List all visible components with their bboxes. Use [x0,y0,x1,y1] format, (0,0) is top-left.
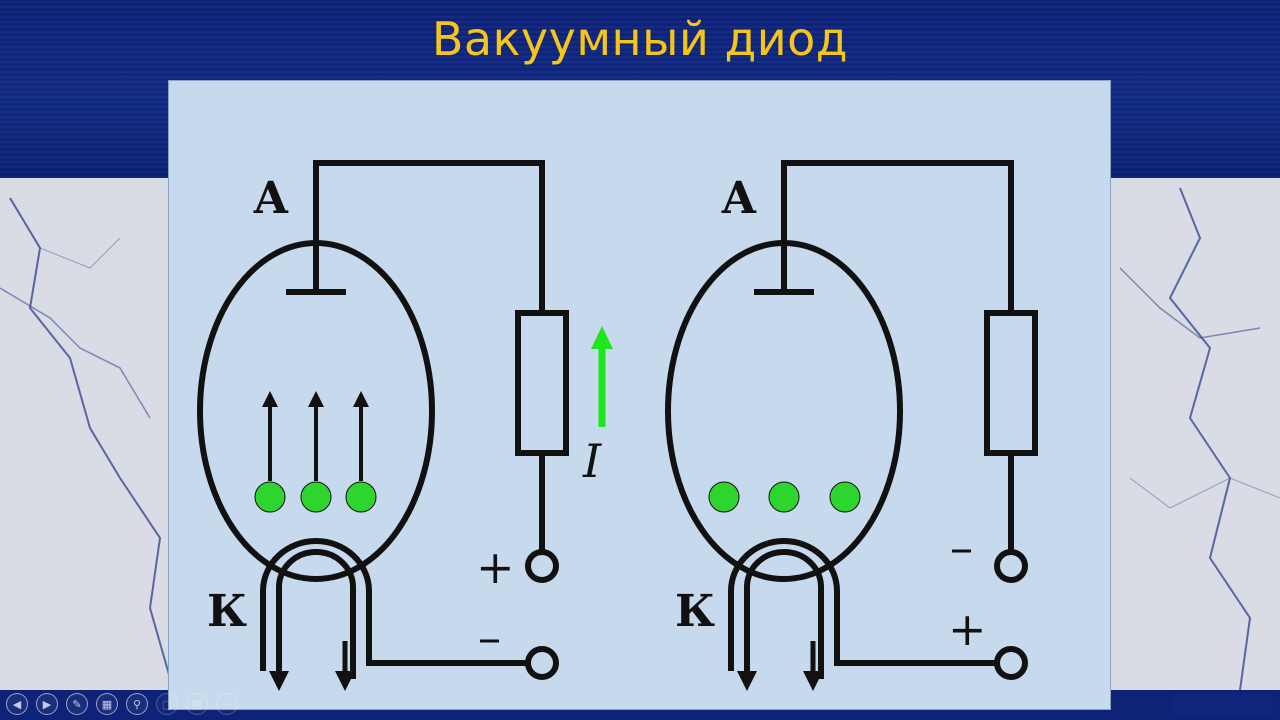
right-circuit: А К – + [665,160,1038,691]
zoom-icon[interactable]: ⚲ [126,693,148,715]
right-terminal-bottom-sign: + [948,602,987,656]
right-cathode-label: К [675,586,715,637]
left-terminal-bottom-sign: – [478,610,501,664]
slide-title: Вакуумный диод [431,12,849,66]
right-anode-wire [781,160,1014,313]
right-cathode-inner [744,549,824,679]
left-electron [254,481,286,513]
right-electron [829,481,861,513]
diagram-panel: I А К + – А К – + [168,80,1111,710]
right-electron [768,481,800,513]
left-cathode-outer [260,538,528,671]
right-anode-label: А [721,173,757,224]
right-cathode-outer [728,538,997,671]
left-electron [300,481,332,513]
left-terminal-bottom [525,646,559,680]
pen-icon[interactable]: ✎ [66,693,88,715]
next-icon[interactable]: ▶ [36,693,58,715]
right-resistor [984,310,1038,456]
left-circuit: I А К + – [197,160,613,691]
left-terminal-top-sign: + [476,540,515,594]
prev-icon[interactable]: ◀ [6,693,28,715]
subtitle-icon[interactable]: ▧ [186,693,208,715]
left-cathode-inner [276,549,356,679]
right-terminal-top-sign: – [950,520,973,574]
current-label: I [582,434,602,488]
left-electron [345,481,377,513]
left-terminal-top [525,549,559,583]
current-arrowhead [591,326,613,349]
right-terminal-bottom [994,646,1028,680]
right-electron [708,481,740,513]
screen-icon[interactable]: ▢ [156,693,178,715]
right-terminal-top [994,549,1028,583]
slides-icon[interactable]: ▦ [96,693,118,715]
vacuum-diode-diagram: I А К + – А К – + [197,160,1038,691]
corner-box [1172,694,1272,716]
left-anode-label: А [253,173,289,224]
slideshow-toolbar: ◀ ▶ ✎ ▦ ⚲ ▢ ▧ ⋯ [6,693,238,717]
left-cathode-label: К [207,586,247,637]
left-anode-wire [313,160,545,313]
more-icon[interactable]: ⋯ [216,693,238,715]
left-resistor [515,310,569,456]
